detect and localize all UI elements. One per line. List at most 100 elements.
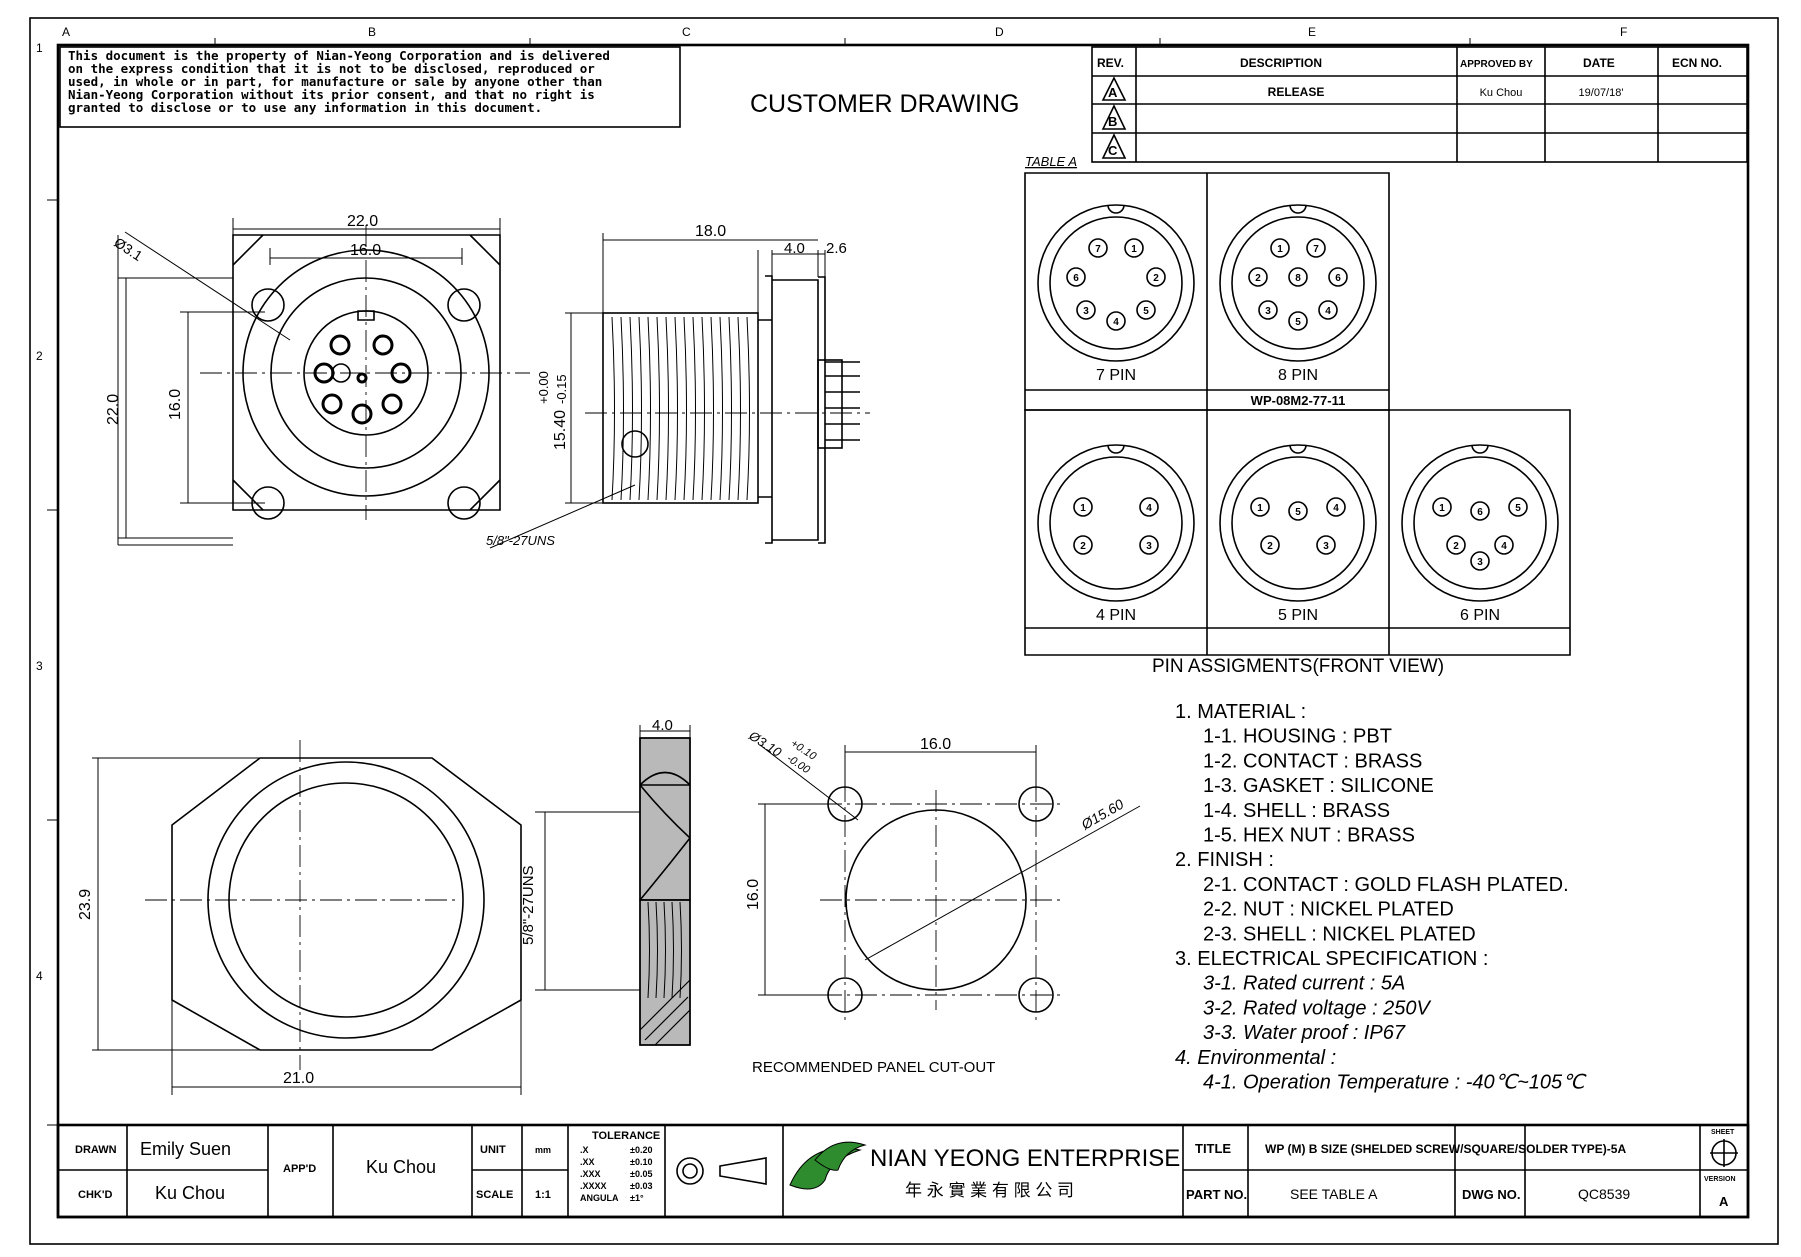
dim-thread: 5/8"-27UNS (486, 533, 555, 548)
pin-circle (1270, 238, 1290, 258)
inner-frame (56, 43, 1750, 1219)
table-a: TABLE A (1024, 154, 1571, 656)
chkd-name: Ku Chou (155, 1183, 225, 1203)
col-marker: E (1308, 25, 1316, 39)
pin-circle (1106, 311, 1126, 331)
ecn-header: ECN NO. (1672, 56, 1722, 70)
approved-header: APPROVED BY (1460, 59, 1533, 70)
pin-cell-inner-ring (1231, 216, 1365, 350)
thread-line (737, 316, 741, 501)
key-notch (1107, 444, 1125, 454)
pin-circle (1318, 300, 1338, 320)
dim-cutout-pitch-h: 16.0 (920, 736, 951, 753)
key-notch (1107, 204, 1125, 214)
pin-circle (1326, 497, 1346, 517)
pin-cell-inner-ring (1049, 216, 1183, 350)
pin-number: 3 (1083, 306, 1089, 317)
pin-cell-label: 5 PIN (1278, 607, 1318, 624)
company-name: NIAN YEONG ENTERPRISE (870, 1145, 1180, 1172)
pin-number: 5 (1295, 507, 1301, 518)
pin-circle (1446, 535, 1466, 555)
pin-circle (1494, 535, 1514, 555)
rev-a-date: 19/07/18' (1579, 87, 1624, 99)
spec-line: 3-1. Rated current : 5A (1203, 973, 1405, 995)
key-notch (1289, 444, 1307, 454)
drawn-name: Emily Suen (140, 1139, 231, 1159)
cutout-caption: RECOMMENDED PANEL CUT-OUT (752, 1059, 995, 1076)
dim-nut-height: 23.9 (77, 889, 94, 920)
pin-number: 4 (1333, 503, 1339, 514)
notice-box (59, 46, 681, 128)
tolerance-value: ±0.20 (630, 1145, 652, 1155)
dim-hole: Ø3.1 (111, 234, 145, 264)
spec-line: 1-3. GASKET : SILICONE (1203, 775, 1434, 797)
pin-circle (1260, 535, 1280, 555)
pin-number: 2 (1255, 273, 1261, 284)
dim-side-flange: 4.0 (784, 240, 805, 257)
rev-marker-a: A (1101, 76, 1127, 101)
col-marker: D (995, 25, 1004, 39)
table-a-label: TABLE A (1025, 154, 1077, 169)
thread-line (647, 316, 651, 501)
dim-width-outer: 22.0 (347, 213, 378, 230)
thread-line (611, 316, 615, 501)
pin-circle (1288, 311, 1308, 331)
pin-number: 1 (1277, 244, 1283, 255)
nut-section-view: 4.0 5/8"-27UNS (520, 717, 691, 1046)
pin-number: 1 (1080, 503, 1086, 514)
drawing-title: CUSTOMER DRAWING (750, 90, 1019, 118)
dim-nut-width: 21.0 (283, 1070, 314, 1087)
spec-line: 1. MATERIAL : (1175, 701, 1306, 723)
scale-value: 1:1 (535, 1189, 551, 1201)
pin-circle (1432, 497, 1452, 517)
unit-value: mm (535, 1145, 551, 1155)
row-marker: 1 (36, 41, 43, 55)
pin-circle (1139, 535, 1159, 555)
thread-line (728, 316, 732, 501)
spec-line: 1-4. SHELL : BRASS (1203, 800, 1390, 822)
spec-line: 2-1. CONTACT : GOLD FLASH PLATED. (1203, 874, 1569, 896)
unit-label: UNIT (480, 1144, 506, 1156)
pin-circle (1288, 267, 1308, 287)
pin-circle (1328, 267, 1348, 287)
svg-text:A: A (1108, 85, 1118, 100)
pin-number: 2 (1453, 541, 1459, 552)
tolerance-value: ±0.10 (630, 1157, 652, 1167)
dim-thread-dia: 15.40 (552, 410, 569, 450)
pin-number: 2 (1153, 273, 1159, 284)
spec-line: 1-5. HEX NUT : BRASS (1203, 825, 1415, 847)
spec-line: 2-2. NUT : NICKEL PLATED (1203, 899, 1454, 921)
version-value: A (1719, 1194, 1729, 1209)
notice-line: granted to disclose or to use any inform… (68, 100, 542, 115)
description-header: DESCRIPTION (1240, 56, 1322, 70)
tolerance-key: .XXXX (580, 1181, 607, 1191)
pins (313, 334, 412, 425)
thread-line (620, 316, 624, 501)
thread-line (665, 316, 669, 501)
date-header: DATE (1583, 56, 1615, 70)
pin-caption: PIN ASSIGMENTS(FRONT VIEW) (1152, 656, 1444, 677)
pin-number: 3 (1146, 541, 1152, 552)
front-dimensions: 22.0 16.0 Ø3.1 22.0 16.0 (105, 213, 501, 546)
col-marker: F (1620, 25, 1627, 39)
key-notch (1289, 204, 1307, 214)
tolerance-key: .XX (580, 1157, 595, 1167)
spec-line: 2. FINISH : (1175, 849, 1274, 871)
pin-circle (1508, 497, 1528, 517)
pin-cell-outer-ring (1037, 444, 1195, 602)
col-marker: A (62, 25, 70, 39)
thread-line (710, 316, 714, 501)
front-centerlines (200, 225, 530, 520)
pin-cell-outer-ring (1219, 444, 1377, 602)
pin-number: 2 (1080, 541, 1086, 552)
nut-thread-line (647, 901, 650, 999)
pin-number: 3 (1323, 541, 1329, 552)
nut-thread-line (671, 901, 674, 999)
pin-cell-label: 6 PIN (1460, 607, 1500, 624)
spec-line: 1-1. HOUSING : PBT (1203, 726, 1392, 748)
rev-header: REV. (1097, 56, 1124, 70)
